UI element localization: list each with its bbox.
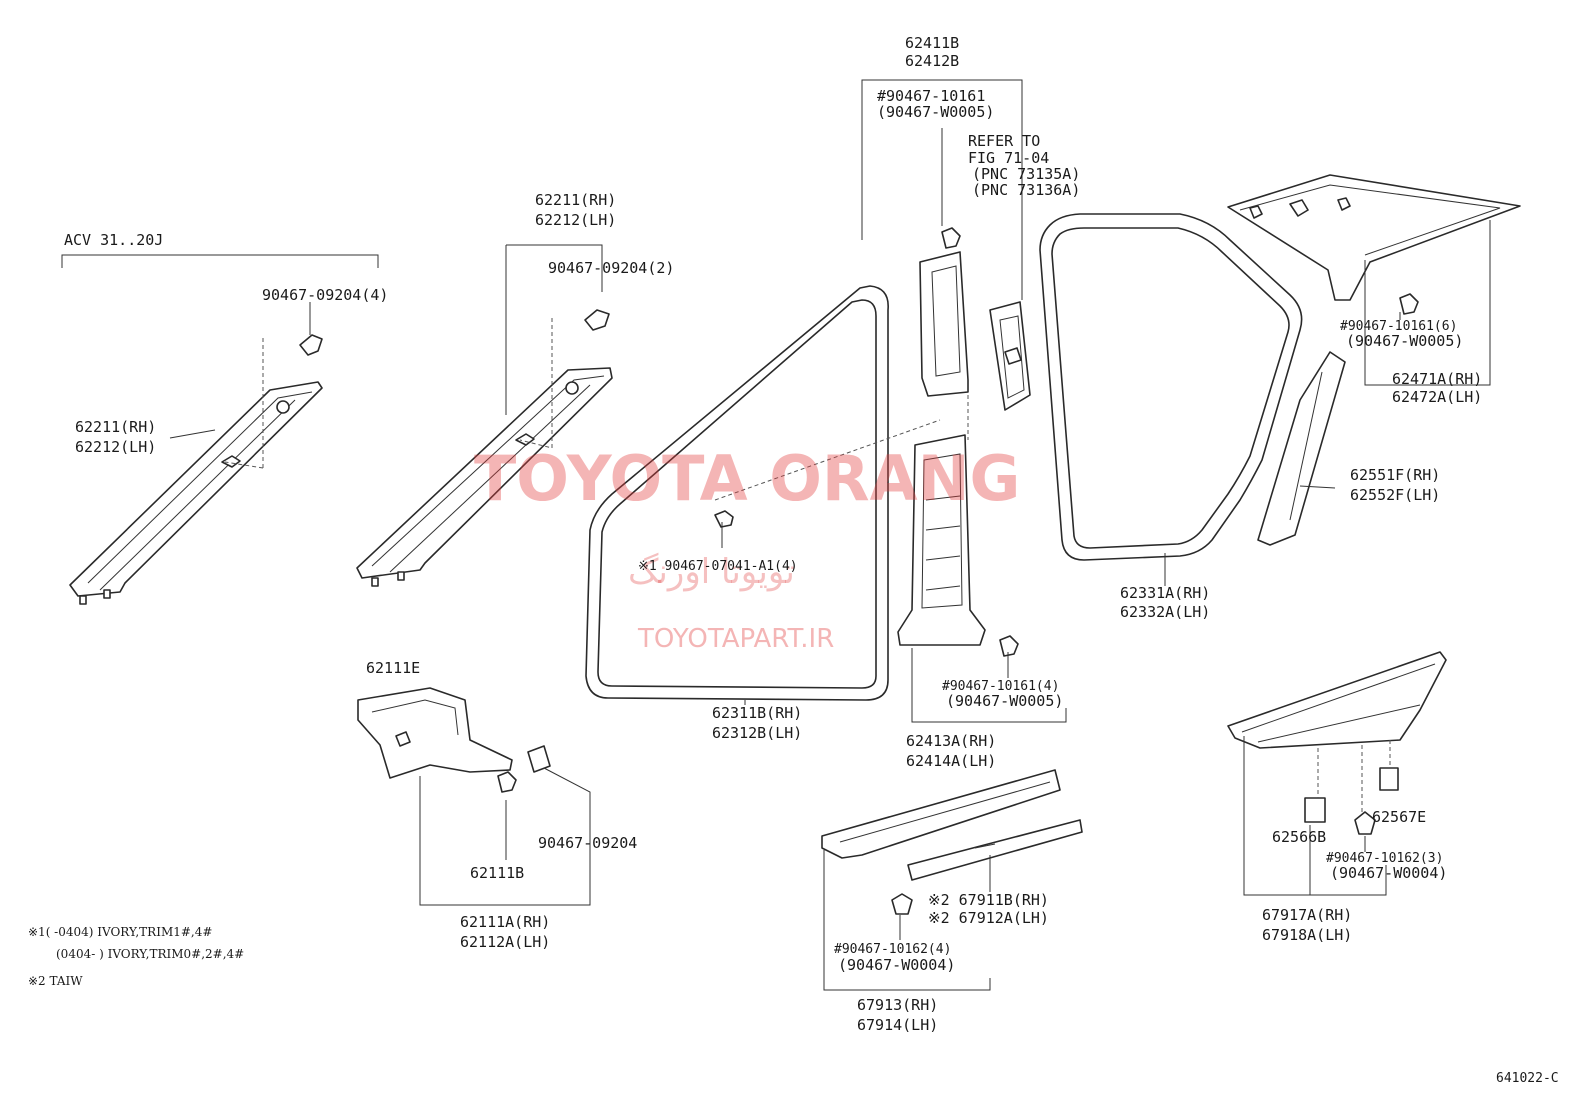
part-label: 62472A(LH): [1392, 388, 1482, 406]
part-label: 62471A(RH): [1392, 370, 1482, 388]
watermark-arabic: تویوتا اورنگ: [628, 552, 795, 592]
part-label: 67913(RH): [857, 996, 938, 1014]
part-label: ※2 67911B(RH): [928, 891, 1049, 909]
scuff-plate-left-drawing: [69, 334, 323, 605]
part-label: 62311B(RH): [712, 704, 802, 722]
part-label: 90467-09204: [538, 834, 637, 852]
part-label: 62111A(RH): [460, 913, 550, 931]
part-label: 62551F(RH): [1350, 466, 1440, 484]
part-label: (90467-W0005): [1346, 332, 1463, 350]
part-label: #90467-10161(4): [942, 679, 1059, 694]
watermark-brand: TOYOTA ORANG: [474, 442, 1020, 515]
part-label: REFER TO: [968, 132, 1040, 150]
part-label: 62411B: [905, 34, 959, 52]
roof-side-trim-drawing: [1227, 174, 1521, 315]
part-label: 62567E: [1372, 808, 1426, 826]
part-label: 62413A(RH): [906, 732, 996, 750]
quarter-pillar-garnish-drawing: [1257, 351, 1346, 546]
part-label: (90467-W0005): [877, 103, 994, 121]
part-label: #90467-10161: [877, 87, 985, 105]
part-label: 90467-09204(4): [262, 286, 388, 304]
part-label: 62312B(LH): [712, 724, 802, 742]
part-label: 62331A(RH): [1120, 584, 1210, 602]
part-label: 62211(RH): [75, 418, 156, 436]
part-label: 67914(LH): [857, 1016, 938, 1034]
leader-lines: [61, 79, 1491, 991]
part-label: 62332A(LH): [1120, 603, 1210, 621]
part-label: 62566B: [1272, 828, 1326, 846]
part-label: 62414A(LH): [906, 752, 996, 770]
note-1-continued: (0404- ) IVORY,TRIM0#,2#,4#: [56, 947, 244, 961]
figure-code: 641022-C: [1496, 1071, 1559, 1086]
note-2: ※2 TAIW: [28, 974, 83, 988]
part-label: (PNC 73135A): [972, 165, 1080, 183]
part-label: 62111B: [470, 864, 524, 882]
part-label: #90467-10162(4): [834, 942, 951, 957]
part-label: #90467-10162(3): [1326, 851, 1443, 866]
part-label: 62212(LH): [75, 438, 156, 456]
scuff-plate-center-drawing: [356, 309, 613, 587]
center-pillar-upper-drawing: [919, 227, 969, 397]
part-number-labels: ACV 31..20J 90467-09204(4) 62211(RH) 62212(…: [64, 34, 1482, 1034]
part-label: ※1 90467-07041-A1(4): [638, 559, 798, 574]
note-1: ※1( -0404) IVORY,TRIM1#,4#: [28, 925, 212, 939]
part-label: (90467-W0004): [1330, 864, 1447, 882]
part-label: ACV 31..20J: [64, 231, 163, 249]
door-weatherstrip-front-drawing: [585, 285, 889, 701]
watermark-site: TOYOTAPART.IR: [637, 624, 834, 654]
part-label: (90467-W0004): [838, 956, 955, 974]
part-label: 67917A(RH): [1262, 906, 1352, 924]
part-label: 62212(LH): [535, 211, 616, 229]
part-label: (90467-W0005): [946, 692, 1063, 710]
front-door-scuff-drawing: [821, 769, 1083, 915]
part-label: 62112A(LH): [460, 933, 550, 951]
center-pillar-lower-drawing: [897, 434, 1019, 657]
door-weatherstrip-rear-drawing: [1039, 213, 1303, 561]
part-label: 90467-09204(2): [548, 259, 674, 277]
part-label: #90467-10161(6): [1340, 319, 1457, 334]
part-label: FIG 71-04: [968, 149, 1049, 167]
rear-door-scuff-drawing: [1227, 651, 1447, 835]
part-label: 62211(RH): [535, 191, 616, 209]
part-label: (PNC 73136A): [972, 181, 1080, 199]
cowl-side-trim-drawing: [357, 687, 551, 793]
part-label: 62111E: [366, 659, 420, 677]
seat-belt-guide-drawing: [989, 301, 1031, 411]
part-label: 67918A(LH): [1262, 926, 1352, 944]
part-label: 62412B: [905, 52, 959, 70]
part-label: ※2 67912A(LH): [928, 909, 1049, 927]
part-label: 62552F(LH): [1350, 486, 1440, 504]
